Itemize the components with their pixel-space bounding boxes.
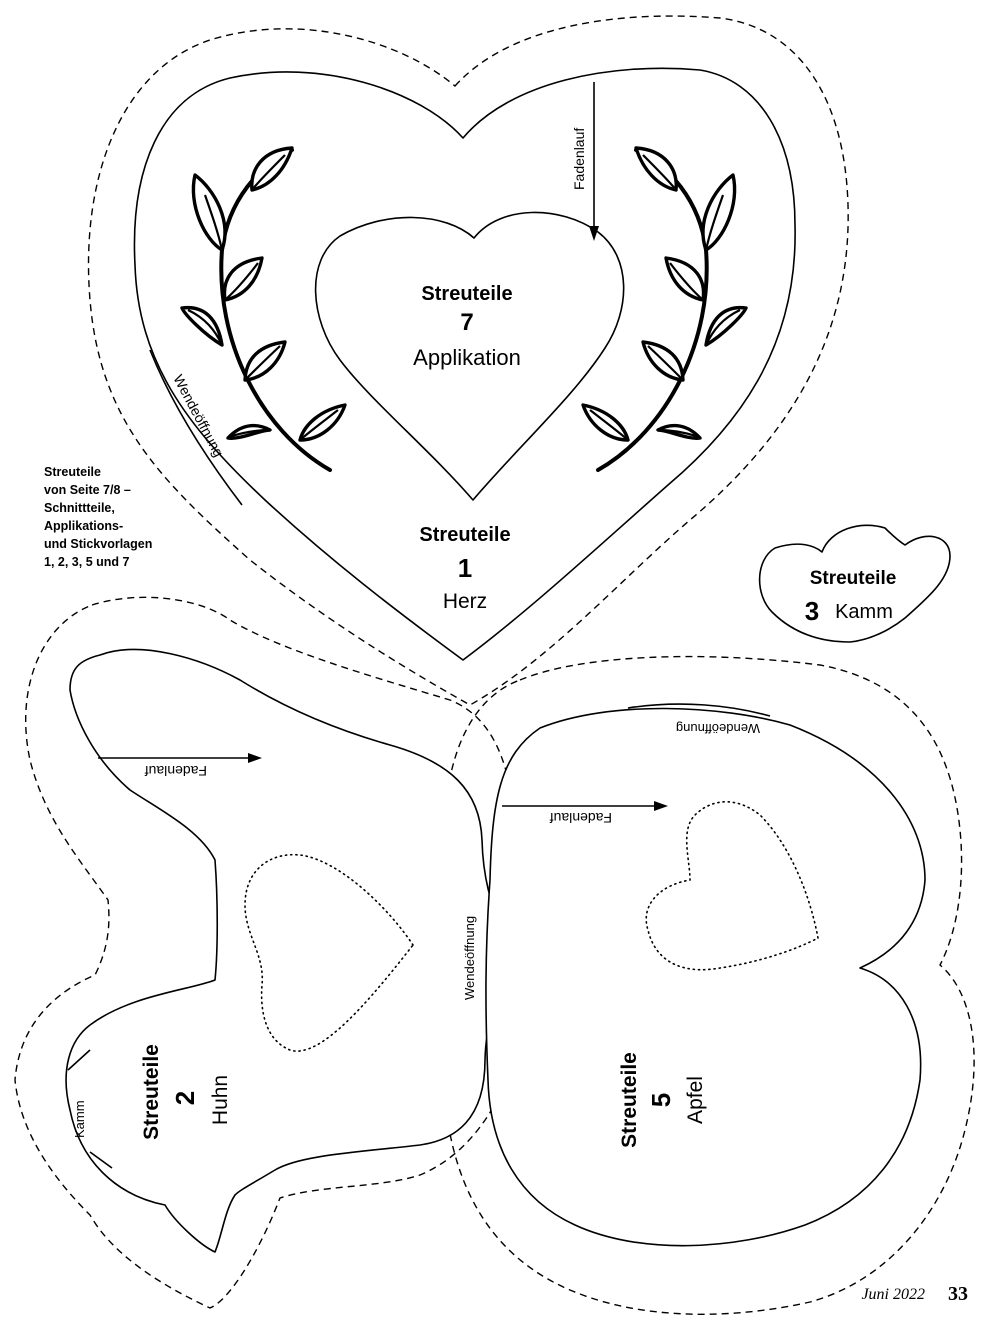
leaf-branch-icon bbox=[180, 146, 347, 472]
herz-label: Streuteile bbox=[419, 524, 510, 546]
side-note-line: Streuteile bbox=[44, 465, 101, 479]
apfel-name: Apfel bbox=[684, 1076, 707, 1124]
kamm-mark-label: Kamm bbox=[72, 1100, 87, 1138]
apfel-heart-appliqué bbox=[645, 801, 819, 971]
page-number: 33 bbox=[948, 1283, 968, 1305]
applikation-name: Applikation bbox=[413, 345, 521, 370]
applikation-label: Streuteile bbox=[421, 283, 512, 305]
apfel-grain-label: Fadenlauf bbox=[550, 810, 612, 826]
kamm-mark-line bbox=[89, 1151, 113, 1169]
apfel-number: 5 bbox=[646, 1093, 676, 1107]
herz-name: Herz bbox=[443, 590, 487, 613]
huhn-pattern-piece: Kamm Fadenlauf Streuteile 2 Huhn bbox=[65, 648, 525, 1253]
kamm-label: Streuteile bbox=[810, 568, 897, 589]
apfel-pattern-piece: Wendeöffnung Wendeöffnung Fadenlauf Stre… bbox=[462, 703, 926, 1247]
huhn-heart-appliqué bbox=[244, 853, 414, 1052]
kamm-name: Kamm bbox=[835, 601, 893, 623]
heart-grain-label: Fadenlauf bbox=[571, 128, 587, 190]
kamm-number: 3 bbox=[805, 596, 819, 626]
huhn-number: 2 bbox=[170, 1091, 200, 1105]
grain-arrow-icon bbox=[248, 753, 262, 763]
kamm-pattern-piece: Streuteile 3 Kamm bbox=[758, 524, 951, 643]
huhn-name: Huhn bbox=[209, 1075, 232, 1125]
page-footer: Juni 2022 33 bbox=[861, 1283, 968, 1305]
huhn-label: Streuteile bbox=[140, 1044, 163, 1140]
grain-arrow-icon bbox=[654, 801, 668, 811]
huhn-outline bbox=[65, 648, 525, 1253]
side-note-line: 1, 2, 3, 5 und 7 bbox=[44, 555, 129, 569]
apfel-outline bbox=[485, 707, 926, 1247]
huhn-grain-label: Fadenlauf bbox=[145, 763, 207, 779]
applikation-number: 7 bbox=[460, 309, 473, 336]
footer-issue: Juni 2022 bbox=[861, 1286, 925, 1303]
kamm-mark-line bbox=[67, 1049, 91, 1071]
leaf-branch-icon bbox=[581, 146, 748, 472]
herz-number: 1 bbox=[458, 553, 472, 583]
side-note-line: Schnittteile, bbox=[44, 501, 115, 515]
apfel-opening-label: Wendeöffnung bbox=[676, 721, 760, 736]
apfel-label: Streuteile bbox=[618, 1052, 641, 1148]
heart-opening-mark bbox=[149, 349, 243, 506]
side-note-line: Applikations- bbox=[44, 519, 123, 533]
side-note-line: und Stickvorlagen bbox=[44, 537, 152, 551]
apfel-side-opening-label: Wendeöffnung bbox=[462, 916, 477, 1000]
apfel-opening-mark bbox=[627, 703, 771, 717]
kamm-outline bbox=[758, 524, 951, 643]
side-note-line: von Seite 7/8 – bbox=[44, 483, 131, 497]
grain-arrow-icon bbox=[589, 226, 599, 241]
heart-pattern-piece: Fadenlauf Wendeöffnung bbox=[87, 15, 849, 706]
heart-seam-allowance bbox=[87, 15, 849, 706]
side-note: Streuteile von Seite 7/8 – Schnittteile,… bbox=[44, 465, 152, 569]
huhn-seam-allowance bbox=[14, 596, 532, 1309]
applikation-heart-outline bbox=[314, 211, 625, 501]
